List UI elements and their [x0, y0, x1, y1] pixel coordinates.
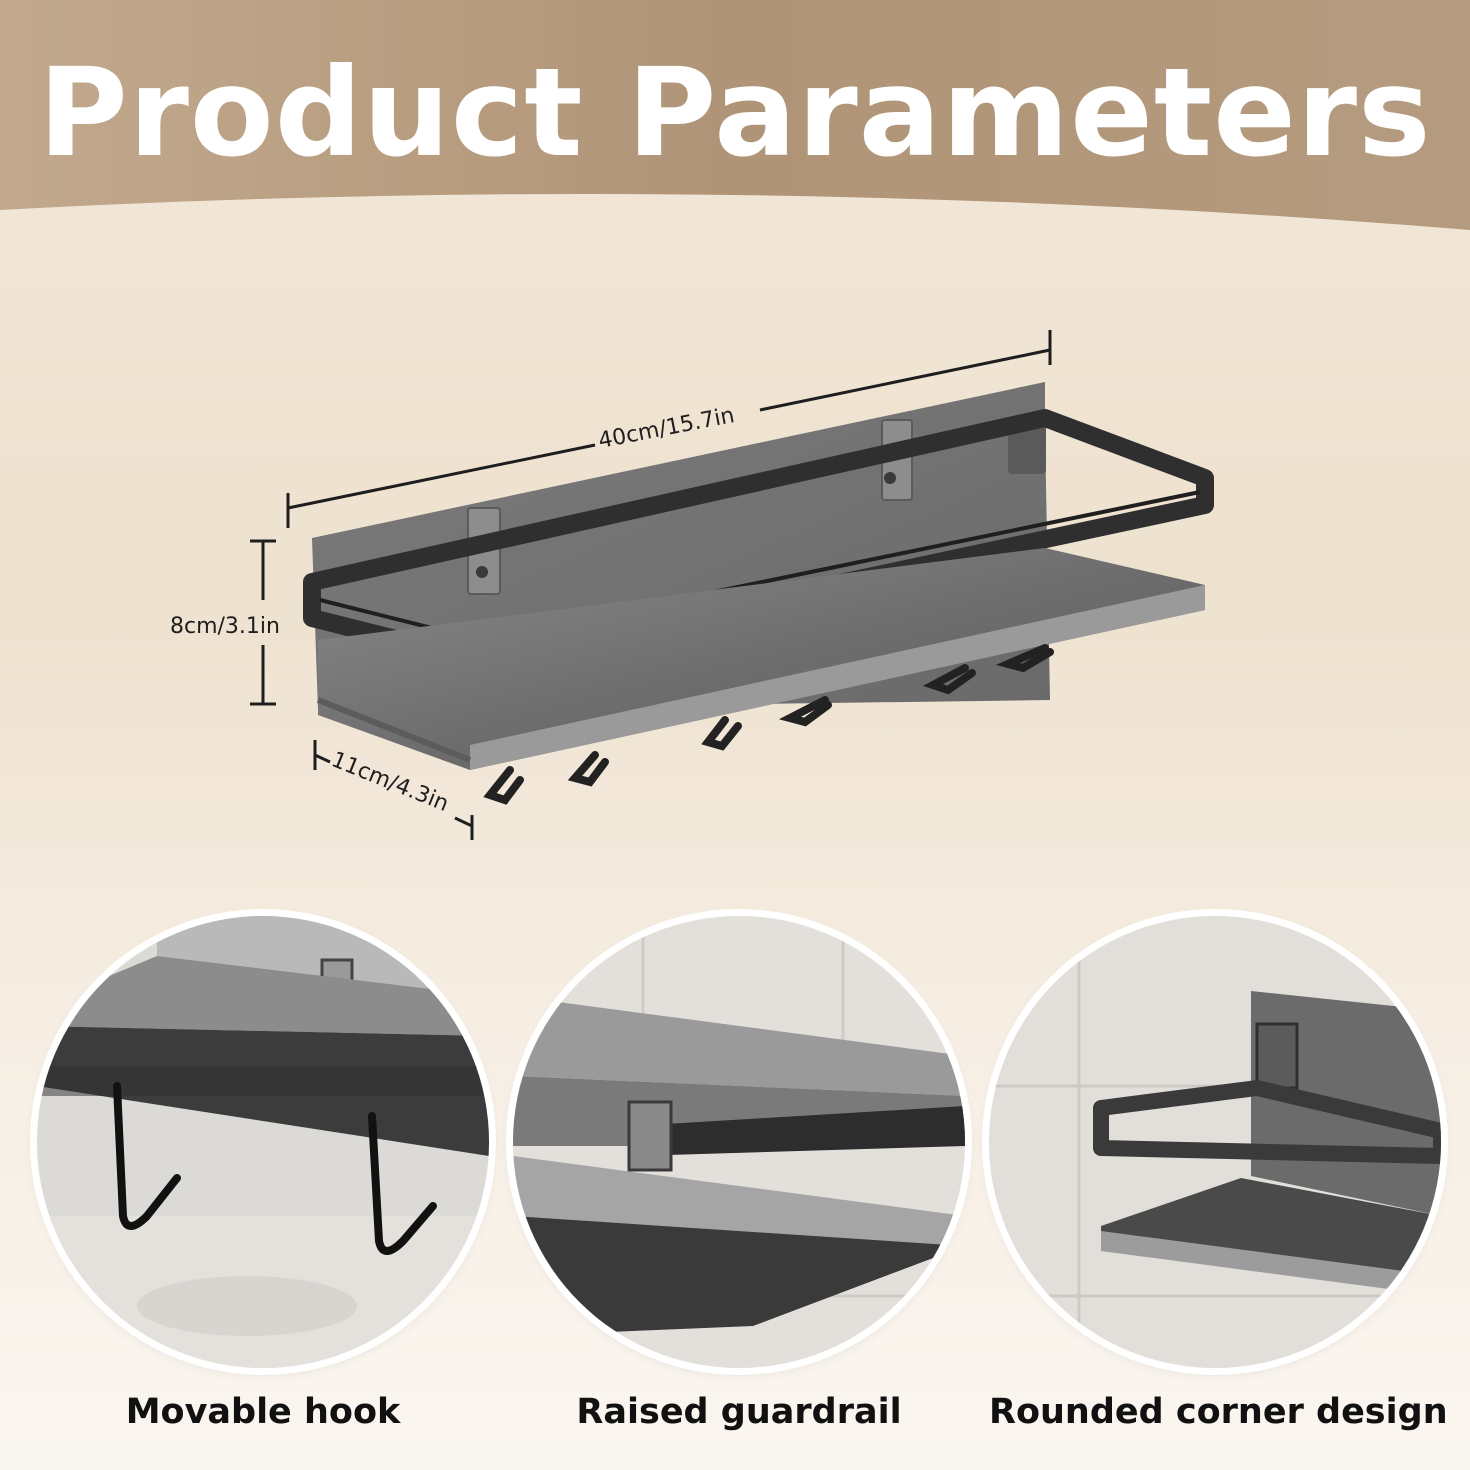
height-label: 8cm/3.1in	[170, 614, 280, 639]
feature-raised-guardrail-image	[513, 916, 965, 1368]
depth-label: 11cm/4.3in	[328, 747, 452, 817]
hook-closeup	[37, 916, 489, 1368]
depth-dimension	[313, 740, 474, 840]
feature-caption-rounded-corner: Rounded corner design	[989, 1392, 1448, 1432]
length-dimension	[286, 330, 1052, 528]
lower-tray	[318, 548, 1205, 770]
feature-movable-hook-image	[37, 916, 489, 1368]
page-title: Product Parameters	[38, 42, 1432, 184]
feature-rounded-corner-image	[989, 916, 1441, 1368]
feature-caption-movable-hook: Movable hook	[125, 1392, 401, 1432]
corner-closeup	[989, 916, 1441, 1368]
spice-rack-illustration: 40cm/15.7in 8cm/3.1in 11cm/4.3in	[170, 330, 1214, 840]
hooks	[483, 644, 1054, 805]
screw-hole-right	[884, 472, 896, 484]
header-banner	[0, 0, 1470, 230]
guardrail-closeup	[513, 916, 965, 1368]
length-label: 40cm/15.7in	[596, 403, 736, 454]
screw-hole-left	[476, 566, 488, 578]
upper-guardrail	[303, 409, 1214, 669]
feature-caption-raised-guardrail: Raised guardrail	[576, 1392, 902, 1432]
height-dimension	[250, 539, 276, 706]
